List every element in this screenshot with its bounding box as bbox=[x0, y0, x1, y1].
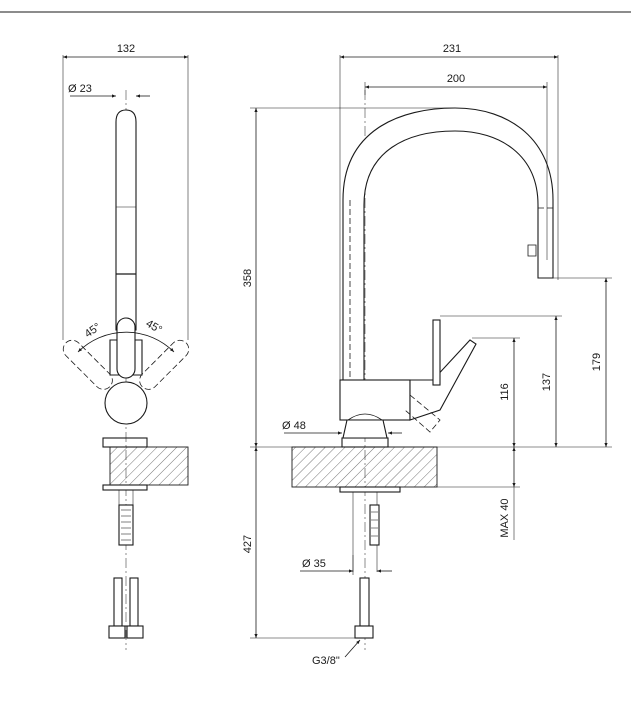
overall-height-label: 358 bbox=[242, 269, 254, 287]
outlet-height-label: 179 bbox=[591, 353, 603, 371]
lever-height-label: 137 bbox=[541, 373, 553, 391]
shank-diameter-label: Ø 35 bbox=[302, 558, 326, 570]
thread-label: G3/8" bbox=[312, 655, 340, 667]
max-counter-label: MAX 40 bbox=[499, 498, 511, 537]
angle-right-label: 45° bbox=[144, 318, 164, 337]
side-view: 231 200 358 179 137 116 MAX 40 427 bbox=[242, 43, 612, 667]
body-height-label: 116 bbox=[499, 383, 511, 401]
spout-diameter-label: Ø 23 bbox=[68, 83, 92, 95]
front-lever bbox=[116, 317, 136, 379]
side-mixer-body bbox=[339, 379, 411, 421]
overall-width-label: 231 bbox=[443, 43, 461, 55]
front-mixer-disc bbox=[104, 381, 148, 425]
side-countertop bbox=[291, 446, 438, 488]
front-width-label: 132 bbox=[117, 43, 135, 55]
below-counter-label: 427 bbox=[242, 535, 254, 553]
side-lever bbox=[409, 339, 477, 421]
front-base-plate bbox=[102, 437, 148, 448]
side-spout bbox=[342, 107, 554, 381]
front-view: 45° 45° 132 Ø 23 bbox=[62, 43, 190, 650]
spout-reach-label: 200 bbox=[447, 73, 465, 85]
front-countertop bbox=[109, 446, 189, 486]
front-spout bbox=[115, 109, 137, 331]
base-diameter-label: Ø 48 bbox=[282, 420, 306, 432]
